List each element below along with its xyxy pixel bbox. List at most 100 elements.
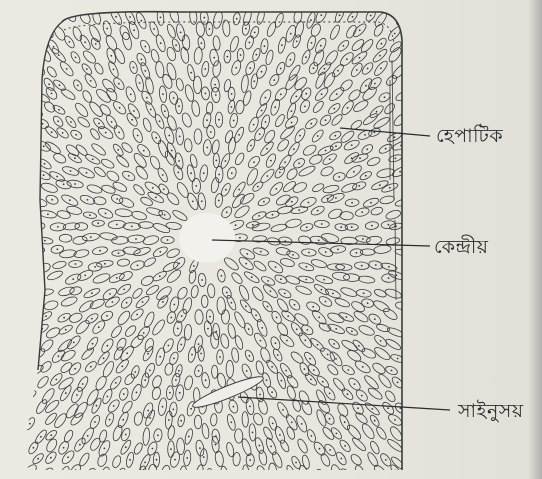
cell-nucleus xyxy=(335,358,337,360)
hepatocyte-cell xyxy=(129,333,146,350)
cell-nucleus xyxy=(359,472,361,474)
hepatocyte-cell xyxy=(24,130,40,143)
cell-nucleus xyxy=(116,277,118,279)
cell-nucleus xyxy=(51,93,53,95)
cell-nucleus xyxy=(305,279,307,281)
cell-nucleus xyxy=(322,381,324,383)
cell-nucleus xyxy=(147,353,149,355)
cell-nucleus xyxy=(374,318,376,320)
cell-nucleus xyxy=(155,137,157,139)
cell-nucleus xyxy=(53,46,55,48)
hepatocyte-cell xyxy=(131,287,144,300)
cell-nucleus xyxy=(48,83,50,85)
cell-nucleus xyxy=(292,254,294,256)
cell-nucleus xyxy=(174,459,176,461)
cell-nucleus xyxy=(323,279,325,281)
cell-nucleus xyxy=(64,472,66,474)
cell-nucleus xyxy=(317,344,319,346)
hepatocyte-cell xyxy=(372,299,391,314)
cell-nucleus xyxy=(179,392,181,394)
cell-nucleus xyxy=(87,435,89,437)
cell-nucleus xyxy=(280,93,282,95)
cell-nucleus xyxy=(293,148,295,150)
hepatocyte-cell xyxy=(311,182,325,193)
cell-nucleus xyxy=(190,408,192,410)
hepatocyte-cell xyxy=(285,167,299,182)
hepatocyte-cell xyxy=(385,337,403,351)
cell-nucleus xyxy=(291,201,293,203)
hepatocyte-cell xyxy=(347,88,362,103)
cell-nucleus xyxy=(273,79,275,81)
hepatocyte-cell xyxy=(353,464,366,479)
hepatocyte-cell xyxy=(88,100,105,119)
cell-nucleus xyxy=(320,474,322,476)
hepatocyte-cell xyxy=(29,276,43,285)
hepatocyte-cell xyxy=(148,464,157,477)
cell-nucleus xyxy=(75,57,77,59)
cell-nucleus xyxy=(87,199,89,201)
cell-nucleus xyxy=(306,329,308,331)
cell-nucleus xyxy=(259,133,261,135)
cell-nucleus xyxy=(261,327,263,329)
cell-nucleus xyxy=(394,136,396,138)
cell-nucleus xyxy=(207,328,209,330)
cell-nucleus xyxy=(235,224,237,226)
cell-nucleus xyxy=(238,134,240,136)
hepatocyte-cell xyxy=(166,247,181,259)
hepatocyte-cell xyxy=(233,310,247,329)
hepatocyte-cell xyxy=(58,285,76,297)
cell-nucleus xyxy=(335,328,337,330)
cell-nucleus xyxy=(164,214,166,216)
cell-nucleus xyxy=(69,199,71,201)
cell-nucleus xyxy=(227,56,229,58)
cell-nucleus xyxy=(276,317,278,319)
cell-nucleus xyxy=(320,45,322,47)
cell-nucleus xyxy=(103,357,105,359)
cell-nucleus xyxy=(177,172,179,174)
hepatocyte-cell xyxy=(315,409,328,428)
cell-nucleus xyxy=(325,251,327,253)
hepatocyte-cell xyxy=(217,297,226,315)
cell-nucleus xyxy=(82,383,84,385)
cell-nucleus xyxy=(311,42,313,44)
cell-nucleus xyxy=(310,19,312,21)
cell-nucleus xyxy=(218,200,220,202)
hepatocyte-cell xyxy=(144,337,155,352)
cell-nucleus xyxy=(394,33,396,35)
cell-nucleus xyxy=(141,59,143,61)
cell-nucleus xyxy=(333,343,335,345)
hepatocyte-cell xyxy=(20,180,39,192)
cell-nucleus xyxy=(84,275,86,277)
hepatocyte-cell xyxy=(32,11,47,25)
cell-nucleus xyxy=(336,433,338,435)
cell-nucleus xyxy=(175,379,177,381)
hepatocyte-cell xyxy=(320,165,335,178)
hepatocyte-cell xyxy=(74,318,91,336)
cell-nucleus xyxy=(379,55,381,57)
hepatocyte-cell xyxy=(373,345,392,362)
hepatocyte-cell xyxy=(385,74,399,88)
hepatocyte-cell xyxy=(193,47,202,64)
cell-nucleus xyxy=(195,185,197,187)
cell-nucleus xyxy=(329,449,331,451)
cell-nucleus xyxy=(160,17,162,19)
hepatocyte-cell xyxy=(139,196,153,208)
cell-nucleus xyxy=(279,172,281,174)
cell-nucleus xyxy=(246,370,248,372)
cell-nucleus xyxy=(324,68,326,70)
cell-nucleus xyxy=(70,170,72,172)
cell-nucleus xyxy=(270,290,272,292)
cell-nucleus xyxy=(260,340,262,342)
hepatocyte-cell xyxy=(181,112,194,128)
cell-nucleus xyxy=(394,419,396,421)
hepatocyte-cell xyxy=(22,389,38,402)
cell-nucleus xyxy=(39,69,41,71)
hepatocyte-cell xyxy=(250,285,265,302)
hepatocyte-cell xyxy=(286,385,297,401)
hepatocyte-cell xyxy=(262,426,274,441)
cell-nucleus xyxy=(344,421,346,423)
hepatocyte-cell xyxy=(310,23,323,38)
hepatocyte-cell xyxy=(151,386,161,400)
hepatocyte-cell xyxy=(124,324,138,338)
hepatocyte-cell xyxy=(93,62,105,76)
